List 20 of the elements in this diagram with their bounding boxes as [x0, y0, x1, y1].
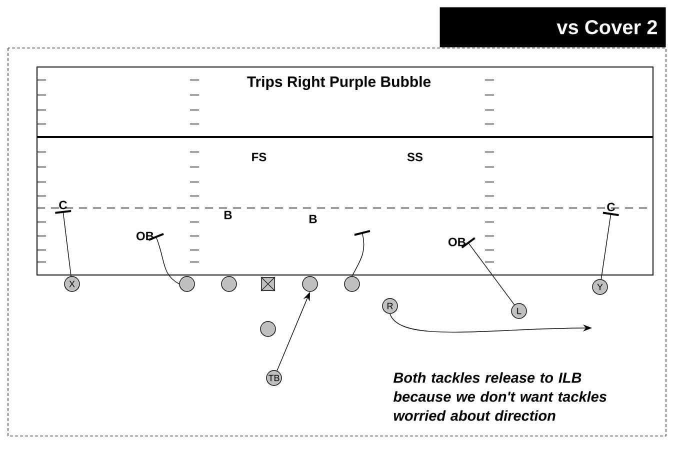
defender-label: C: [607, 202, 615, 212]
block-line: [352, 230, 370, 276]
player-circle: [260, 321, 276, 337]
block-line: [148, 233, 180, 284]
block-line: [600, 212, 619, 280]
player-circle: [179, 276, 195, 292]
defender-label: OB: [448, 238, 466, 246]
defender-label: SS: [407, 152, 423, 162]
defender-label: B: [224, 210, 232, 220]
block-line: [461, 237, 515, 306]
defender-label: FS: [252, 152, 266, 162]
player-circle: [344, 276, 360, 292]
title: Trips Right Purple Bubble: [244, 74, 434, 92]
center-box: [260, 276, 276, 292]
defender-label: B: [309, 214, 317, 224]
player-circle: [221, 276, 237, 292]
coaching-note: Both tackles release to ILB because we don't want tackles worried about direction: [393, 372, 606, 421]
defender-label: C: [59, 200, 68, 210]
banner: vs Cover 2: [440, 7, 666, 48]
player-circle: [302, 276, 318, 292]
